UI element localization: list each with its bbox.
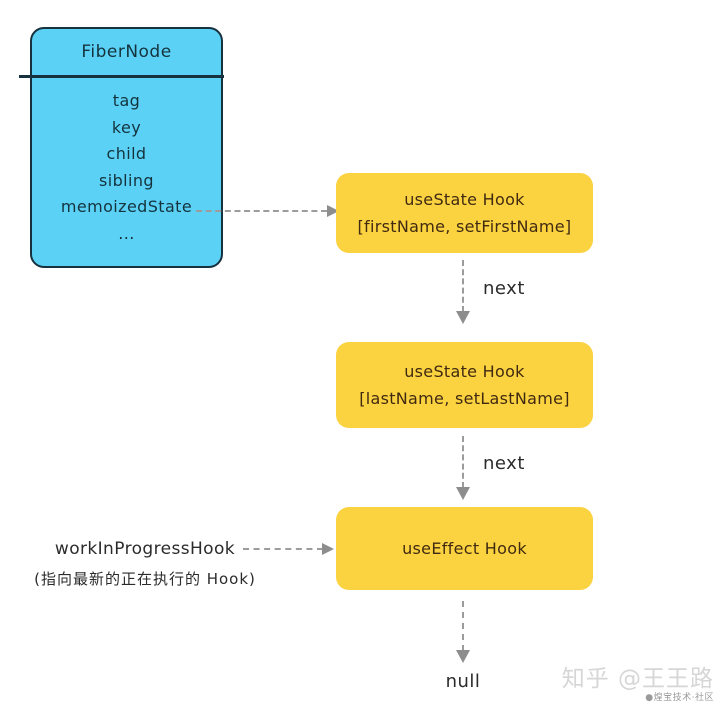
fiber-node-divider <box>19 75 224 78</box>
hook-title: useState Hook <box>404 362 525 381</box>
hook-state-tuple: [lastName, setLastName] <box>359 389 570 408</box>
fiber-node-field-list: tag key child sibling memoizedState ... <box>32 75 221 247</box>
work-in-progress-arrow-line <box>243 548 323 550</box>
next-arrow-1-line <box>462 260 464 312</box>
hook-title: useState Hook <box>404 190 525 209</box>
next-arrow-1-arrowhead-icon <box>456 311 470 324</box>
hook-state-tuple: [firstName, setFirstName] <box>357 217 572 236</box>
next-edge-label-1: next <box>483 278 525 299</box>
watermark: 知乎 @王王路 ●煌宝技术·社区 <box>562 659 714 703</box>
fiber-field-memoized-state: memoizedState <box>60 197 193 216</box>
fiber-field-sibling: sibling <box>99 170 154 190</box>
next-edge-label-2: next <box>483 453 525 474</box>
hook-title: useEffect Hook <box>402 539 527 558</box>
next-arrow-2-arrowhead-icon <box>456 487 470 500</box>
fiber-field-key: key <box>111 117 142 137</box>
next-arrow-2-line <box>462 436 464 488</box>
null-terminal-label: null <box>445 671 481 692</box>
fiber-field-tag: tag <box>112 91 141 110</box>
watermark-subtext: ●煌宝技术·社区 <box>645 693 714 703</box>
work-in-progress-hook-note: (指向最新的正在执行的 Hook) <box>34 570 256 588</box>
work-in-progress-hook-label: workInProgressHook <box>54 539 235 559</box>
hook-node-usestate-first: useState Hook [firstName, setFirstName] <box>336 173 593 253</box>
work-in-progress-arrowhead-icon <box>322 543 334 555</box>
hook-node-useeffect: useEffect Hook <box>336 507 593 590</box>
hook-node-usestate-last: useState Hook [lastName, setLastName] <box>336 342 593 428</box>
zhihu-watermark-text: 知乎 @王王路 <box>561 666 714 692</box>
fiber-field-child: child <box>106 144 147 163</box>
memoized-state-arrow-line <box>196 210 327 212</box>
null-arrowhead-icon <box>456 650 470 663</box>
fiber-node-box: FiberNode tag key child sibling memoized… <box>19 27 224 268</box>
null-arrow-line <box>462 601 464 651</box>
fiber-node-title: FiberNode <box>81 42 172 62</box>
fiber-field-ellipsis: ... <box>118 223 135 243</box>
